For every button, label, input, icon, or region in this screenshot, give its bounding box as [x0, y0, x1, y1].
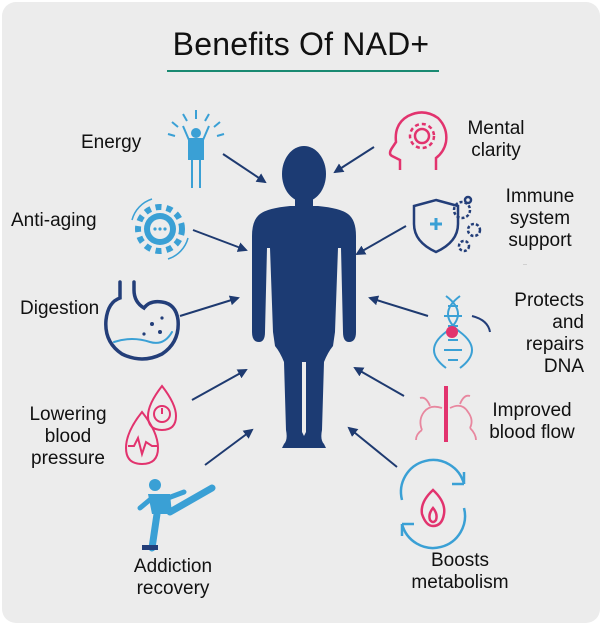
arrow-blood-flow [353, 367, 405, 397]
shield-virus-icon [412, 195, 482, 254]
label-addiction-recovery: Addiction recovery [133, 556, 213, 599]
label-digestion: Digestion [20, 298, 100, 319]
title-underline [167, 70, 439, 72]
connector-arrows [179, 146, 429, 468]
page-title: Benefits Of NAD+ [172, 26, 430, 62]
martial-arts-kick-icon [137, 479, 216, 552]
human-body-silhouette [252, 146, 356, 448]
label-immune-system-support: Immune system support [505, 186, 575, 251]
arrow-immune [355, 225, 407, 255]
label-protects-repairs-dna: Protects and repairs DNA [514, 290, 584, 377]
energy-person-icon [167, 110, 225, 188]
arrow-digestion [179, 295, 240, 317]
arrow-mental [333, 146, 375, 174]
label-lowering-blood-pressure: Lowering blood pressure [29, 404, 107, 469]
arrow-lowering-bp [191, 369, 248, 401]
small-mark: ·· [523, 262, 527, 268]
arrow-addiction [204, 428, 254, 466]
blood-drop-gauge-icon [124, 384, 178, 466]
flame-cycle-icon [399, 458, 467, 550]
gear-cycle-icon [131, 198, 189, 260]
head-gear-icon [388, 111, 448, 170]
arrow-dna [368, 295, 429, 317]
label-energy: Energy [81, 132, 142, 153]
label-mental-clarity: Mental clarity [467, 118, 525, 161]
stomach-icon [104, 280, 180, 361]
label-improved-blood-flow: Improved blood flow [489, 400, 575, 443]
blood-vessels-icon [415, 386, 477, 442]
arrow-metabolism [347, 426, 398, 468]
arrow-anti-aging [192, 229, 248, 252]
arrow-energy [222, 153, 267, 184]
label-anti-aging: Anti-aging [11, 210, 97, 231]
label-boosts-metabolism: Boosts metabolism [411, 550, 509, 593]
dna-helix-icon [433, 295, 491, 369]
